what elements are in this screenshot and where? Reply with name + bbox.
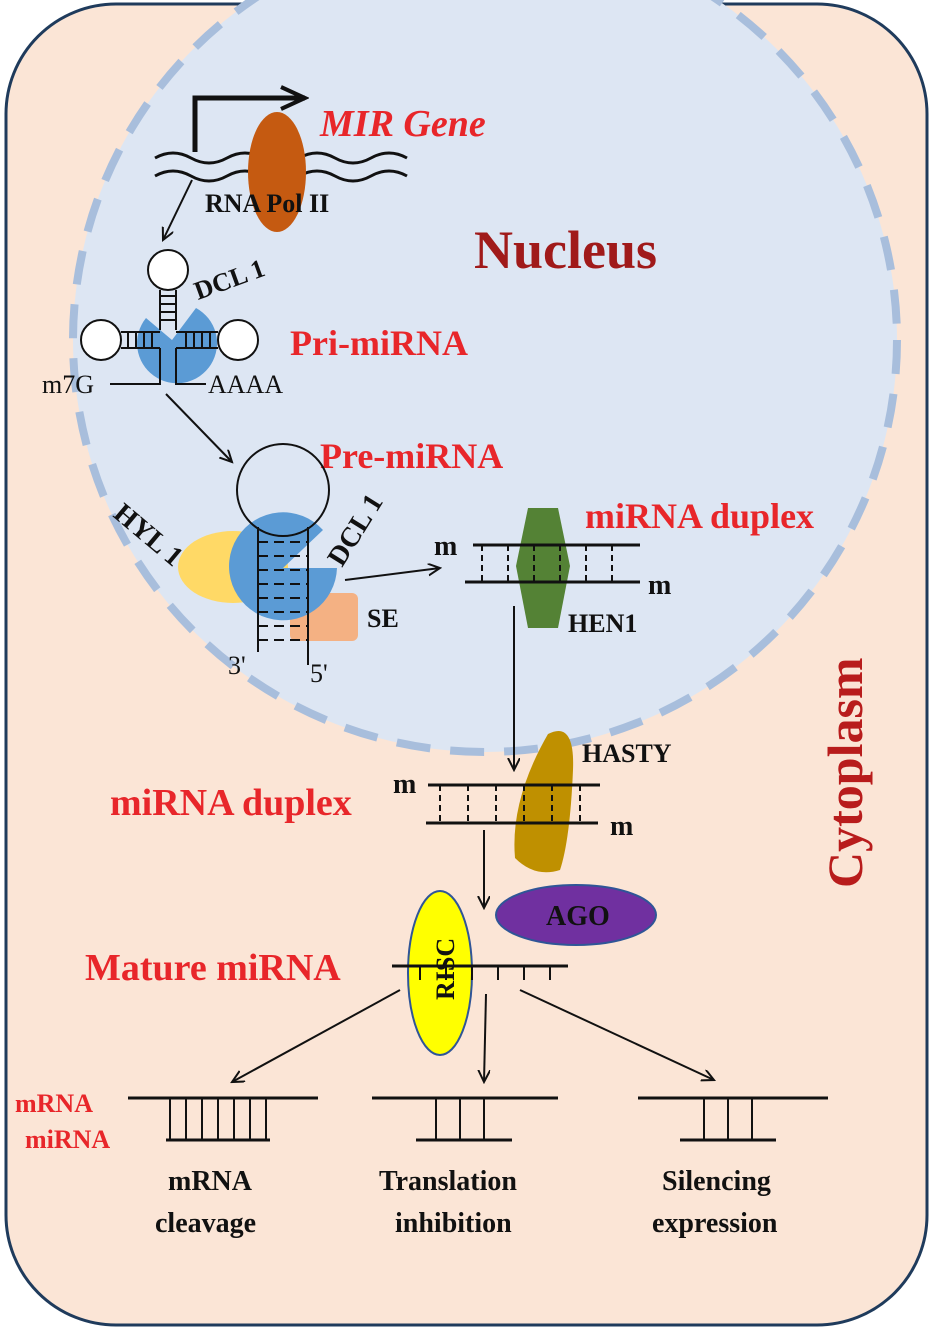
hasty [514,730,574,873]
rna-pol-ii-label: RNA Pol II [205,189,329,218]
outcome-cleavage-structure [128,1096,318,1142]
pre-mirna-label: Pre-miRNA [320,436,503,476]
outcome-translation-line1: Translation [379,1166,517,1197]
arrow-gene-to-pri [163,179,193,240]
pri-mirna-label: Pri-miRNA [290,323,468,363]
arrow-to-cleavage [232,989,401,1082]
dcl1-pre [229,512,337,621]
arrow-pre-to-duplex [344,568,440,581]
outcome-translation-line2: inhibition [395,1208,512,1239]
m-cyto-left: m [393,769,416,800]
mirna-duplex-cyto-label: miRNA duplex [110,782,352,824]
mirna-duplex-nucleus [465,508,640,628]
mirna-duplex-cytoplasm [426,730,600,873]
rna-pol-ii [248,112,306,232]
outcome-silencing-line2: expression [652,1208,778,1239]
outcome-silencing-line1: Silencing [662,1166,771,1197]
se-label: SE [367,604,399,633]
mirna-duplex-nucleus-label: miRNA duplex [585,496,814,536]
aaaa-label: AAAA [208,370,283,399]
hen1-label: HEN1 [568,609,637,638]
cytoplasm-label: Cytoplasm [817,657,873,888]
hasty-label: HASTY [582,739,672,768]
pri-mirna-structure [80,249,259,385]
hen1 [516,508,570,628]
mature-mirna-label: Mature miRNA [85,947,341,989]
ago-label: AGO [546,901,610,932]
dcl1-pri [137,308,218,384]
risc-label: RISC [431,938,460,1000]
m7g-label: m7G [42,370,94,399]
mature-mirna-risc [392,890,568,1056]
mir-gene-label: MIR Gene [319,103,486,145]
arrow-to-silencing [519,989,714,1080]
pre-mirna-structure [178,443,358,665]
arrow-pri-to-pre [165,393,232,462]
outcome-cleavage-line2: cleavage [155,1208,256,1239]
nucleus-label: Nucleus [474,220,657,280]
m-top-right: m [648,570,671,601]
mirna-label: miRNA [25,1125,110,1154]
mrna-label: mRNA [15,1089,93,1118]
m-cyto-right: m [610,811,633,842]
arrow-to-translation [484,993,486,1082]
outcome-translation-structure [372,1096,558,1142]
ago [495,884,657,946]
three-prime-label: 3' [228,651,246,680]
transcription-start-arrow [192,98,305,152]
outcome-cleavage-line1: mRNA [168,1166,253,1197]
m-top-left: m [434,531,457,562]
outcome-silencing-structure [638,1096,828,1142]
five-prime-label: 5' [310,659,328,688]
